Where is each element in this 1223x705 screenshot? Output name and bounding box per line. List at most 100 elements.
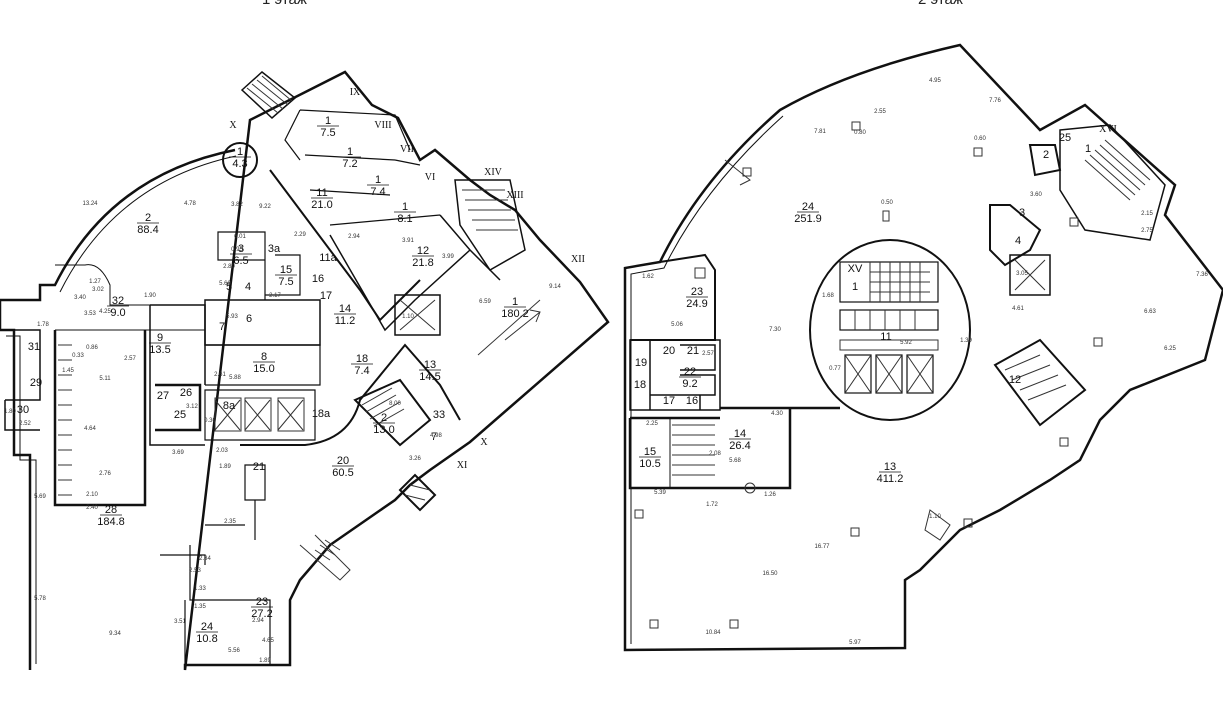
room-number: 33 <box>433 409 445 421</box>
dimension-label: 7.81 <box>814 129 826 135</box>
dimension-label: 1.35 <box>194 604 206 610</box>
dimension-label: 2.40 <box>86 505 98 511</box>
floor-1-plan: 14.317.517.217.418.11180.2288.4213.036.5… <box>0 70 610 671</box>
dimension-label: 5.88 <box>229 375 241 381</box>
room-number: 1 <box>512 296 518 308</box>
room-area: 9.2 <box>682 378 697 390</box>
roman-numeral-label: VI <box>425 172 436 183</box>
dimension-label: 2.94 <box>348 234 360 240</box>
room-number: 1 <box>325 115 331 127</box>
dimension-label: 4.78 <box>184 201 196 207</box>
room-area: 21.0 <box>311 199 332 211</box>
room-number: 18a <box>312 408 331 420</box>
floor2-partitions <box>628 121 1166 629</box>
dimension-label: 1.26 <box>764 492 776 498</box>
dimension-label: 0.30 <box>204 418 216 424</box>
floor2-roman-labels: XVI <box>1099 124 1117 135</box>
room-area: 21.8 <box>412 257 433 269</box>
room-number: 7 <box>219 321 225 333</box>
room-number: 13 <box>424 359 436 371</box>
room-number: 8a <box>223 400 236 412</box>
room-number: 23 <box>691 286 703 298</box>
dimension-label: 3.91 <box>402 238 414 244</box>
roman-numeral-label: IX <box>350 87 361 98</box>
room-number: 8 <box>261 351 267 363</box>
room-number: 18 <box>634 379 646 391</box>
room-area: 14.5 <box>419 371 440 383</box>
room-area: 411.2 <box>877 473 904 485</box>
dimension-label: 1.68 <box>822 293 834 299</box>
room-number: 18 <box>356 353 368 365</box>
dimension-label: 1.62 <box>642 274 654 280</box>
dimension-label: 3.53 <box>84 311 96 317</box>
room-number: 32 <box>112 295 124 307</box>
room-number: 31 <box>28 341 40 353</box>
dimension-label: 2.76 <box>99 471 111 477</box>
floor1-partitions <box>0 109 541 665</box>
room-number: XV <box>848 263 863 275</box>
room-number: 16 <box>686 395 698 407</box>
dimension-label: 9.22 <box>259 204 271 210</box>
room-number: 27 <box>157 390 169 402</box>
dimension-label: 1.39 <box>960 338 972 344</box>
dimension-label: 5.69 <box>34 494 46 500</box>
dimension-label: 5.92 <box>900 340 912 346</box>
dimension-label: 3.82 <box>231 202 243 208</box>
room-number: 21 <box>253 461 265 473</box>
room-number: 20 <box>337 455 349 467</box>
dimension-label: 5.68 <box>729 458 741 464</box>
room-area: 15.0 <box>253 363 274 375</box>
dimension-label: 0.60 <box>974 136 986 142</box>
dimension-label: 6.01 <box>234 234 246 240</box>
room-area: 7.2 <box>342 158 357 170</box>
floor2-central-core <box>809 239 971 421</box>
dimension-label: 4.30 <box>771 411 783 417</box>
room-number: 6 <box>246 313 252 325</box>
room-number: 22 <box>684 366 696 378</box>
room-area: 9.0 <box>110 307 125 319</box>
dimension-label: 5.39 <box>654 490 666 496</box>
floor2-inner-wall-line <box>630 115 784 644</box>
dimension-label: 4.61 <box>1012 306 1024 312</box>
dimension-label: 2.53 <box>189 568 201 574</box>
roman-numeral-label: XVI <box>1099 124 1117 135</box>
room-area: 24.9 <box>686 298 707 310</box>
room-area: 251.9 <box>794 213 822 225</box>
dimension-label: 3.99 <box>442 254 454 260</box>
room-number: 11a <box>319 252 337 264</box>
room-number: 14 <box>339 303 351 315</box>
room-area: 11.2 <box>335 315 356 327</box>
dimension-label: 2.34 <box>199 556 211 562</box>
dimension-label: 4.98 <box>430 433 442 439</box>
roman-numeral-label: XIV <box>484 167 503 178</box>
room-number: 24 <box>802 201 814 213</box>
room-number: 3a <box>268 243 281 255</box>
room-number: 4 <box>1015 235 1021 247</box>
dimension-label: 3.26 <box>409 456 421 462</box>
room-number: 15 <box>644 446 656 458</box>
dimension-label: 2.80 <box>223 264 235 270</box>
dimension-label: 5.56 <box>228 648 240 654</box>
floor-2-title: 2 этаж <box>918 0 963 8</box>
dimension-label: 2.08 <box>709 451 721 457</box>
room-number: 5 <box>226 281 232 293</box>
dimension-label: 1.45 <box>62 368 74 374</box>
dimension-label: 0.50 <box>881 200 893 206</box>
dimension-label: 3.60 <box>1030 192 1042 198</box>
dimension-label: 0.80 <box>854 130 866 136</box>
room-area: 6.5 <box>233 255 248 267</box>
room-number: 21 <box>687 345 699 357</box>
room-number: 2 <box>381 412 387 424</box>
dimension-label: 4.95 <box>929 78 941 84</box>
floor2-core-contents <box>839 261 939 394</box>
dimension-label: 1.72 <box>706 502 718 508</box>
dimension-label: 0.95 <box>231 247 243 253</box>
dimension-label: 2.10 <box>86 492 98 498</box>
dimension-label: 1.33 <box>194 586 206 592</box>
floor2-dimension-labels: 4.957.767.812.555.067.305.924.302.255.39… <box>642 78 1208 646</box>
dimension-label: 6.25 <box>1164 346 1176 352</box>
dimension-label: 3.05 <box>1016 271 1028 277</box>
dimension-label: 3.02 <box>92 287 104 293</box>
room-number: 26 <box>180 387 192 399</box>
